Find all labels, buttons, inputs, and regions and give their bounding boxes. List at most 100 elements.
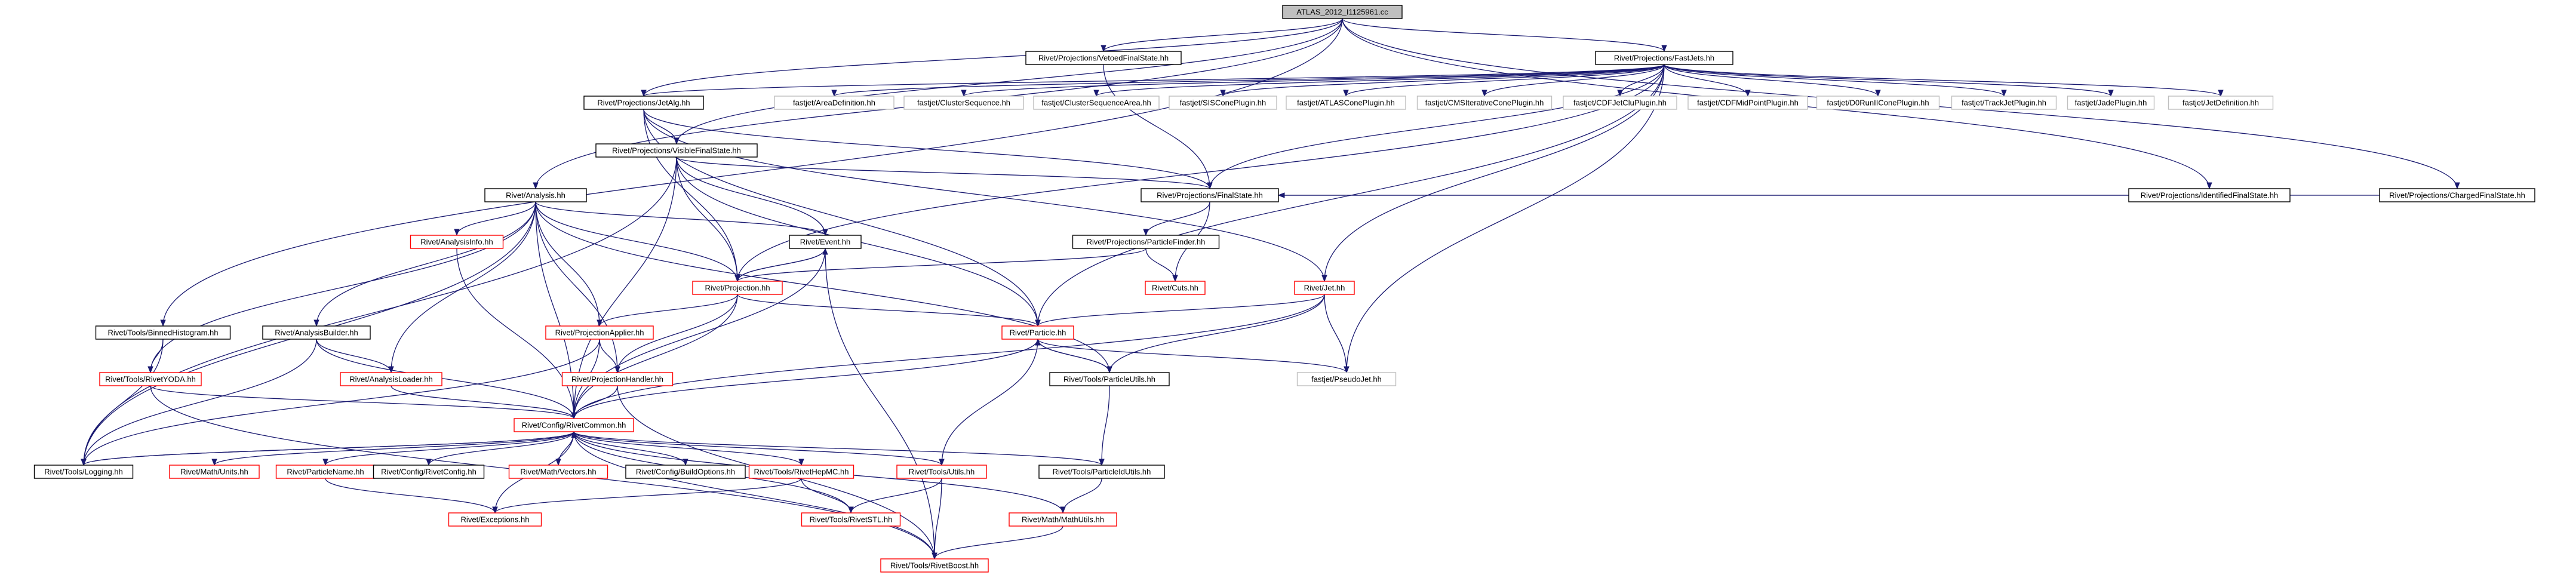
edge-abuilder-to-aloader [316, 339, 394, 374]
node-common[interactable]: Rivet/Config/RivetCommon.hh [514, 418, 634, 432]
node-analysis[interactable]: Rivet/Analysis.hh [484, 188, 587, 202]
edge-pfinder-to-proj [734, 248, 1146, 282]
node-putils[interactable]: Rivet/Tools/ParticleUtils.hh [1049, 372, 1170, 386]
edge-analysis-to-putils [535, 201, 1112, 374]
node-cdfmp: fastjet/CDFMidPointPlugin.hh [1687, 96, 1808, 110]
node-jetalg[interactable]: Rivet/Projections/JetAlg.hh [583, 96, 704, 110]
node-box [410, 235, 504, 249]
node-hepmc[interactable]: Rivet/Tools/RivetHepMC.hh [748, 465, 854, 479]
node-fj[interactable]: Rivet/Projections/FastJets.hh [1595, 51, 1733, 65]
node-jetdef: fastjet/JetDefinition.hh [2168, 96, 2274, 110]
edge-jet-to-putils [1106, 294, 1325, 374]
node-vfs[interactable]: Rivet/Projections/VetoedFinalState.hh [1025, 51, 1182, 65]
node-area: fastjet/AreaDefinition.hh [774, 96, 894, 110]
graph-edges [81, 18, 2460, 560]
node-box [1141, 188, 1279, 202]
node-label: Rivet/Config/RivetConfig.hh [381, 467, 477, 476]
node-particle[interactable]: Rivet/Particle.hh [1001, 325, 1074, 340]
node-atlascone: fastjet/ATLASConePlugin.hh [1286, 96, 1406, 110]
node-box [880, 558, 989, 573]
node-label: Rivet/Projections/IdentifiedFinalState.h… [2141, 190, 2279, 199]
node-logging[interactable]: Rivet/Tools/Logging.hh [33, 465, 134, 479]
edge-common-to-pidutils [573, 431, 1105, 466]
node-boost[interactable]: Rivet/Tools/RivetBoost.hh [880, 558, 989, 573]
node-label: Rivet/Tools/Logging.hh [44, 467, 123, 476]
node-ryoda[interactable]: Rivet/Tools/RivetYODA.hh [99, 372, 202, 386]
node-box [169, 465, 260, 479]
node-config[interactable]: Rivet/Config/RivetConfig.hh [373, 465, 485, 479]
edge-fj-to-pseudojet [1344, 64, 1665, 374]
node-box [2128, 188, 2291, 202]
node-stl[interactable]: Rivet/Tools/RivetSTL.hh [801, 512, 901, 527]
edge-pfinder-to-cuts [1145, 248, 1178, 282]
node-label: Rivet/Math/Vectors.hh [520, 467, 596, 476]
node-label: Rivet/Projections/FinalState.hh [1157, 190, 1263, 199]
edge-abuilder-to-common [316, 339, 577, 420]
edge-common-to-pname [322, 431, 574, 466]
node-box [1038, 465, 1165, 479]
node-label: Rivet/AnalysisBuilder.hh [275, 328, 358, 337]
node-pname[interactable]: Rivet/ParticleName.hh [275, 465, 376, 479]
node-label: Rivet/Tools/Utils.hh [909, 467, 975, 476]
node-utils[interactable]: Rivet/Tools/Utils.hh [896, 465, 987, 479]
node-mathutils[interactable]: Rivet/Math/MathUtils.hh [1009, 512, 1117, 527]
node-papplier[interactable]: Rivet/ProjectionApplier.hh [545, 325, 654, 340]
edge-vfs-to-fs [1103, 64, 1213, 190]
node-label: Rivet/Projections/ParticleFinder.hh [1087, 237, 1206, 246]
edge-root-to-visfs [674, 18, 1343, 145]
node-bopts[interactable]: Rivet/Config/BuildOptions.hh [625, 465, 746, 479]
edge-event-to-boost [825, 248, 937, 560]
node-box [595, 143, 758, 158]
node-jet[interactable]: Rivet/Jet.hh [1294, 281, 1355, 295]
node-pfinder[interactable]: Rivet/Projections/ParticleFinder.hh [1072, 235, 1220, 249]
edge-jetalg-to-proj [643, 109, 740, 282]
node-chfs[interactable]: Rivet/Projections/ChargedFinalState.hh [2379, 188, 2535, 202]
edge-ainfo-to-common [456, 248, 577, 420]
node-proj[interactable]: Rivet/Projection.hh [692, 281, 783, 295]
edge-proj-to-particle [737, 294, 1041, 327]
node-visfs[interactable]: Rivet/Projections/VisibleFinalState.hh [595, 143, 758, 158]
edge-common-to-hepmc [573, 431, 804, 466]
node-phandler[interactable]: Rivet/ProjectionHandler.hh [561, 372, 674, 386]
node-box [95, 325, 231, 340]
edge-analysis-to-phandler [535, 201, 620, 374]
node-label: Rivet/Math/MathUtils.hh [1022, 515, 1104, 524]
node-label: Rivet/Projections/VetoedFinalState.hh [1038, 53, 1169, 62]
edge-proj-to-event [737, 247, 828, 282]
node-fs[interactable]: Rivet/Projections/FinalState.hh [1141, 188, 1279, 202]
node-aloader[interactable]: Rivet/AnalysisLoader.hh [340, 372, 442, 386]
node-root[interactable]: ATLAS_2012_I1125961.cc [1282, 5, 1403, 19]
edge-fj-to-sis [1220, 64, 1665, 97]
node-mvectors[interactable]: Rivet/Math/Vectors.hh [508, 465, 608, 479]
node-label: Rivet/Analysis.hh [506, 190, 565, 199]
node-box [2067, 96, 2155, 110]
node-label: Rivet/Math/Units.hh [180, 467, 248, 476]
edge-fj-to-cseq [961, 64, 1665, 97]
node-event[interactable]: Rivet/Event.hh [789, 235, 862, 249]
edge-abuilder-to-logging [81, 339, 317, 466]
node-idfs[interactable]: Rivet/Projections/IdentifiedFinalState.h… [2128, 188, 2291, 202]
node-abuilder[interactable]: Rivet/AnalysisBuilder.hh [262, 325, 371, 340]
node-track: fastjet/TrackJetPlugin.hh [1951, 96, 2057, 110]
node-box [340, 372, 442, 386]
edge-jet-to-particle [1035, 294, 1325, 327]
edge-common-to-munits [211, 431, 574, 466]
edge-analysis-to-event [535, 201, 828, 236]
edge-pname-to-exceptions [325, 478, 498, 514]
node-cuts[interactable]: Rivet/Cuts.hh [1145, 281, 1206, 295]
node-exceptions[interactable]: Rivet/Exceptions.hh [448, 512, 542, 527]
node-box [561, 372, 674, 386]
node-label: Rivet/Cuts.hh [1152, 283, 1198, 292]
node-munits[interactable]: Rivet/Math/Units.hh [169, 465, 260, 479]
node-label: Rivet/Tools/RivetSTL.hh [810, 515, 893, 524]
node-label: Rivet/Tools/ParticleUtils.hh [1063, 374, 1155, 383]
node-label: Rivet/Projections/JetAlg.hh [597, 98, 690, 107]
node-label: Rivet/Tools/ParticleIdUtils.hh [1053, 467, 1151, 476]
edge-visfs-to-fs [676, 156, 1213, 190]
node-ainfo[interactable]: Rivet/AnalysisInfo.hh [410, 235, 504, 249]
node-cseqa: fastjet/ClusterSequenceArea.hh [1033, 96, 1160, 110]
node-box [2168, 96, 2274, 110]
node-binned[interactable]: Rivet/Tools/BinnedHistogram.hh [95, 325, 231, 340]
node-label: fastjet/ATLASConePlugin.hh [1297, 98, 1395, 107]
node-pidutils[interactable]: Rivet/Tools/ParticleIdUtils.hh [1038, 465, 1165, 479]
